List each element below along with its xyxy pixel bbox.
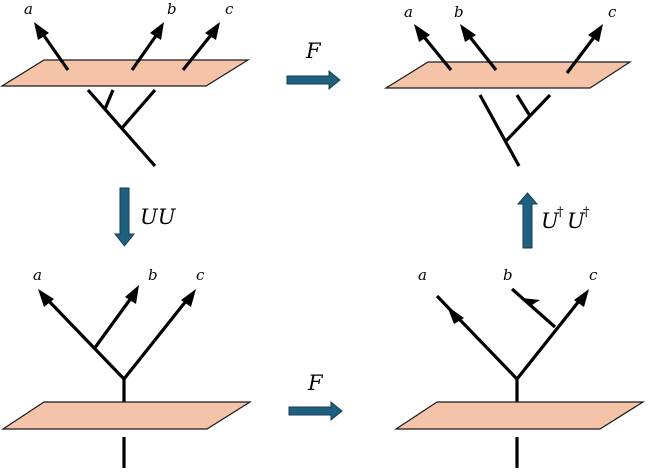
tree-edge [515, 94, 532, 117]
operator-U-1: U [541, 209, 560, 233]
arrowhead [181, 289, 196, 307]
tree-edge [103, 89, 115, 110]
tree-edge [478, 94, 521, 167]
anyon-line-b [92, 293, 136, 350]
label-a: a [33, 266, 42, 284]
plane [0, 59, 251, 87]
arrowhead [150, 22, 164, 40]
label-b: b [167, 0, 177, 18]
arrowhead [588, 24, 603, 42]
anyon-line-a [42, 294, 126, 381]
dagger-2: † [583, 205, 590, 220]
arrowhead [460, 24, 476, 42]
label-a: a [24, 0, 33, 18]
label-a: a [404, 3, 413, 21]
anyon-line-c [565, 31, 600, 74]
arrowhead [522, 298, 540, 305]
label-c: c [608, 3, 617, 21]
arrowhead [34, 22, 49, 40]
arrow-right-UdagUdag: U † U † [516, 192, 590, 249]
arrowhead [205, 22, 220, 40]
arrowhead [447, 306, 464, 324]
panel-top-left: a b c [0, 0, 251, 168]
arrowhead [574, 289, 589, 307]
label-c: c [196, 266, 205, 284]
label-b: b [454, 3, 464, 21]
down-arrow-icon [113, 187, 136, 247]
anyon-line-c [122, 295, 192, 380]
label-b: b [148, 266, 158, 284]
label-a: a [418, 266, 427, 284]
right-arrow-icon [288, 400, 343, 422]
panel-top-right: a b c [383, 3, 633, 167]
panel-bottom-right: a b c [393, 266, 646, 468]
label-c: c [225, 0, 234, 18]
arrowhead [38, 289, 54, 307]
arrowhead [414, 24, 430, 42]
anyon-line-b [464, 31, 498, 71]
anyon-line-b [130, 29, 162, 71]
up-arrow-icon [516, 192, 539, 249]
anyon-line-c [515, 295, 585, 380]
tree-edge [503, 93, 552, 144]
plane [393, 401, 646, 430]
operator-label-left: UU [140, 205, 177, 229]
operator-label-top: F [305, 39, 322, 63]
anyon-line-c [181, 29, 217, 71]
plane [383, 61, 633, 89]
dagger-1: † [557, 205, 564, 220]
panel-bottom-left: a b c [0, 266, 253, 468]
operator-U-2: U [567, 209, 586, 233]
anyon-line-a [418, 30, 453, 72]
anyon-line-a [38, 29, 70, 71]
arrow-top-F: F [286, 39, 341, 91]
arrowhead [125, 285, 139, 304]
label-c: c [589, 266, 598, 284]
right-arrow-icon [286, 69, 341, 91]
anyon-line-b [510, 287, 557, 329]
arrow-bottom-F: F [288, 371, 343, 422]
tree-edge [120, 88, 157, 130]
tree-edge [86, 88, 157, 168]
label-b: b [503, 266, 513, 284]
arrow-left-UU: UU [113, 187, 177, 247]
operator-label-bottom: F [307, 371, 324, 395]
operator-label-right: U † U † [541, 205, 590, 233]
plane [0, 401, 253, 430]
